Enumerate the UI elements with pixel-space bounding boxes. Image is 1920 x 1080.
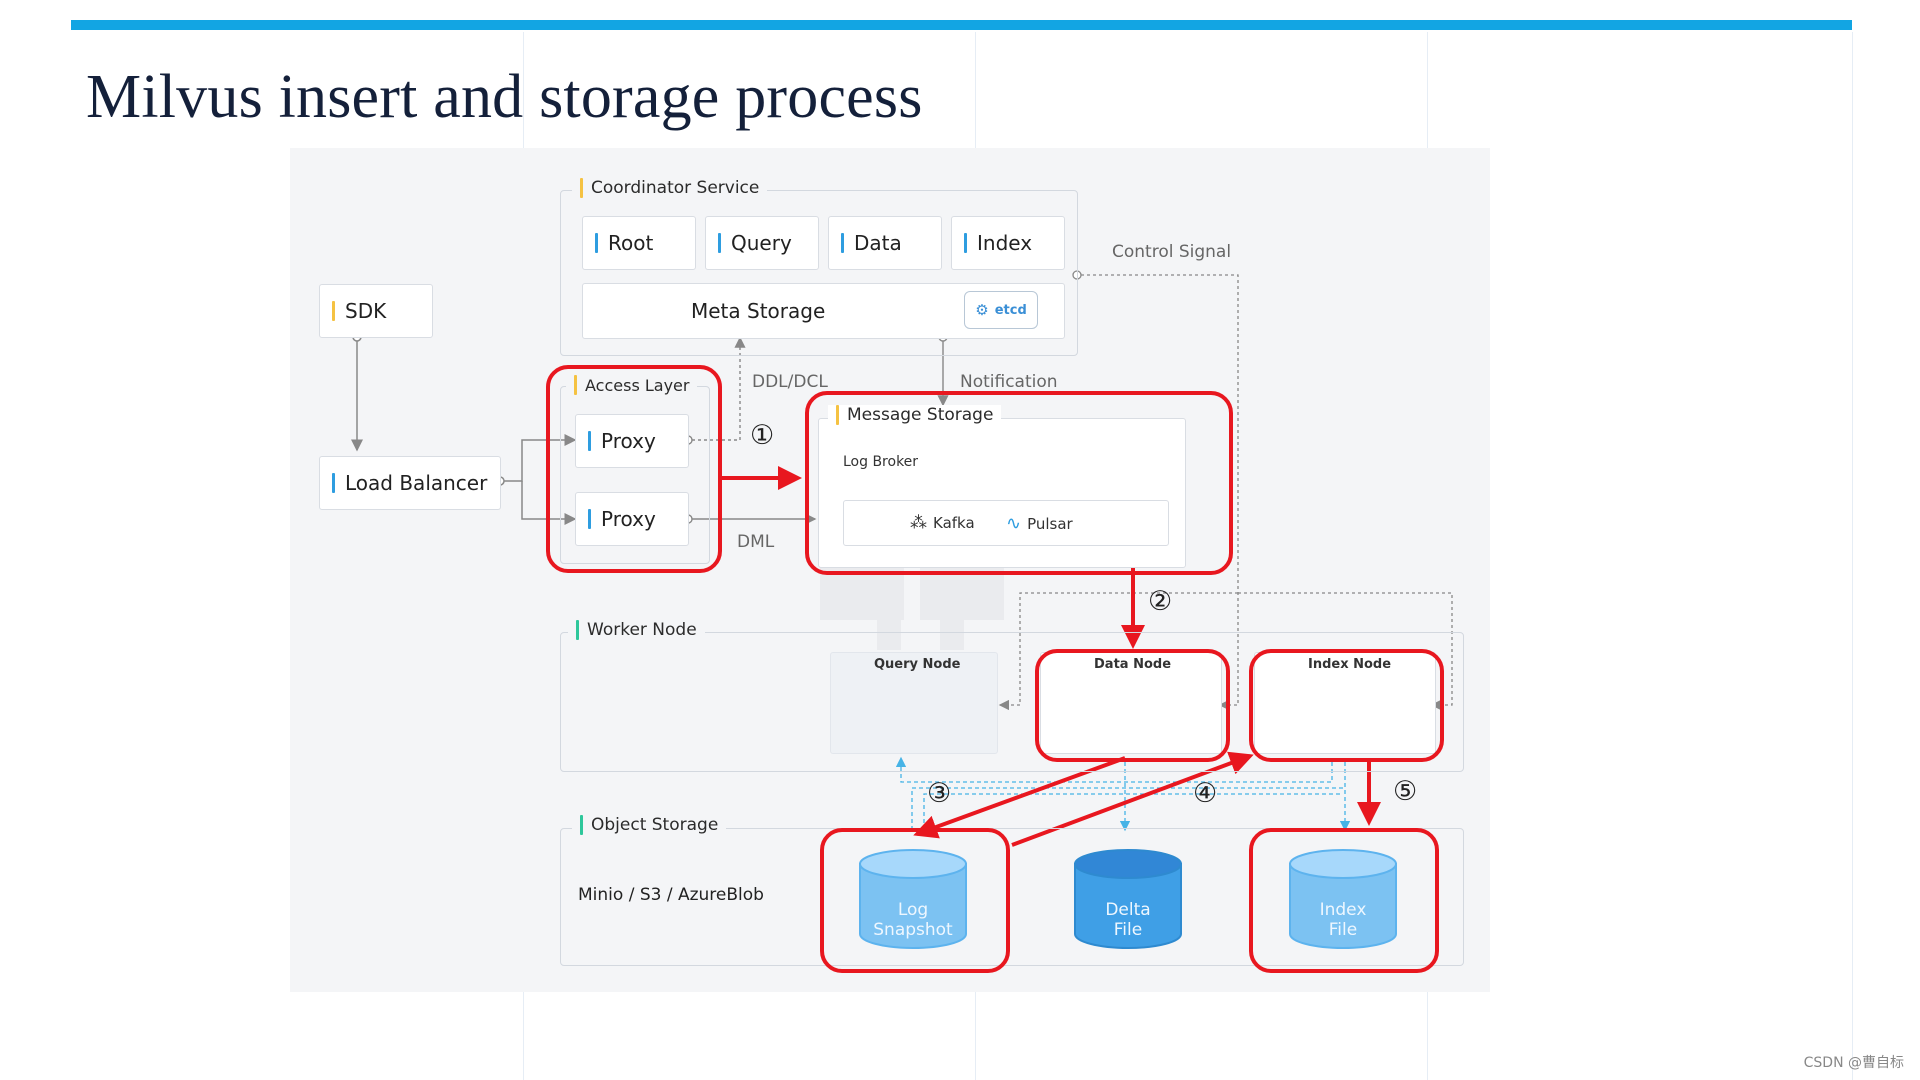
query-node-box	[830, 652, 998, 754]
index-file-highlight	[1249, 828, 1439, 973]
step-2: ②	[1148, 586, 1173, 617]
dml-label: DML	[737, 532, 775, 552]
message-storage-label: Message Storage	[828, 405, 1002, 425]
proxy-box: Proxy	[575, 492, 689, 546]
proxy-label: Proxy	[601, 429, 656, 453]
storage-backends-label: Minio / S3 / AzureBlob	[578, 885, 764, 905]
etcd-icon: ⚙	[975, 301, 989, 319]
message-storage-highlight	[805, 391, 1233, 575]
access-layer-highlight	[546, 365, 722, 573]
step-4: ④	[1193, 778, 1218, 809]
query-node-title: Query Node	[874, 657, 961, 672]
object-storage-group	[560, 828, 1464, 966]
guide-line	[1852, 32, 1853, 1080]
control-signal-label: Control Signal	[1112, 242, 1232, 262]
access-layer-label: Access Layer	[566, 375, 698, 395]
query-label: Query	[731, 231, 792, 255]
index-box: Index	[951, 216, 1065, 270]
index-node-title: Index Node	[1308, 657, 1392, 672]
load-balancer-box: Load Balancer	[319, 456, 501, 510]
data-label: Data	[854, 231, 902, 255]
load-balancer-label: Load Balancer	[345, 471, 488, 495]
mq-providers-box: ⁂Kafka ∿Pulsar	[843, 500, 1169, 546]
notification-label: Notification	[960, 372, 1058, 392]
data-node-box	[1040, 652, 1222, 754]
index-node-highlight	[1249, 649, 1444, 762]
pulsar-item: ∿Pulsar	[1006, 513, 1073, 534]
etcd-badge: ⚙etcd	[964, 291, 1038, 329]
object-storage-label: Object Storage	[572, 815, 727, 835]
root-label: Root	[608, 231, 654, 255]
kafka-item: ⁂Kafka	[910, 513, 975, 533]
coordinator-label: Coordinator Service	[572, 178, 768, 198]
proxy-box: Proxy	[575, 414, 689, 468]
top-accent-bar	[71, 20, 1852, 30]
ddl-dcl-label: DDL/DCL	[752, 372, 828, 392]
data-box: Data	[828, 216, 942, 270]
watermark: CSDN @曹自标	[1803, 1055, 1904, 1071]
worker-node-group	[560, 632, 1464, 772]
step-5: ⑤	[1393, 776, 1418, 807]
worker-node-label: Worker Node	[568, 620, 705, 640]
coordinator-group	[560, 190, 1078, 356]
log-broker-label: Log Broker	[843, 454, 919, 470]
root-box: Root	[582, 216, 696, 270]
slide-title: Milvus insert and storage process	[86, 63, 923, 131]
query-box: Query	[705, 216, 819, 270]
sdk-label: SDK	[345, 299, 387, 323]
pulsar-icon: ∿	[1006, 513, 1022, 534]
kafka-icon: ⁂	[910, 513, 927, 533]
meta-storage-label: Meta Storage	[691, 299, 826, 323]
index-node-box	[1254, 652, 1436, 754]
index-label: Index	[977, 231, 1033, 255]
step-3: ③	[927, 778, 952, 809]
data-node-highlight	[1035, 649, 1230, 762]
data-node-title: Data Node	[1094, 657, 1172, 672]
sdk-box: SDK	[319, 284, 433, 338]
log-snapshot-highlight	[820, 828, 1010, 973]
step-1: ①	[750, 420, 775, 451]
proxy-label: Proxy	[601, 507, 656, 531]
